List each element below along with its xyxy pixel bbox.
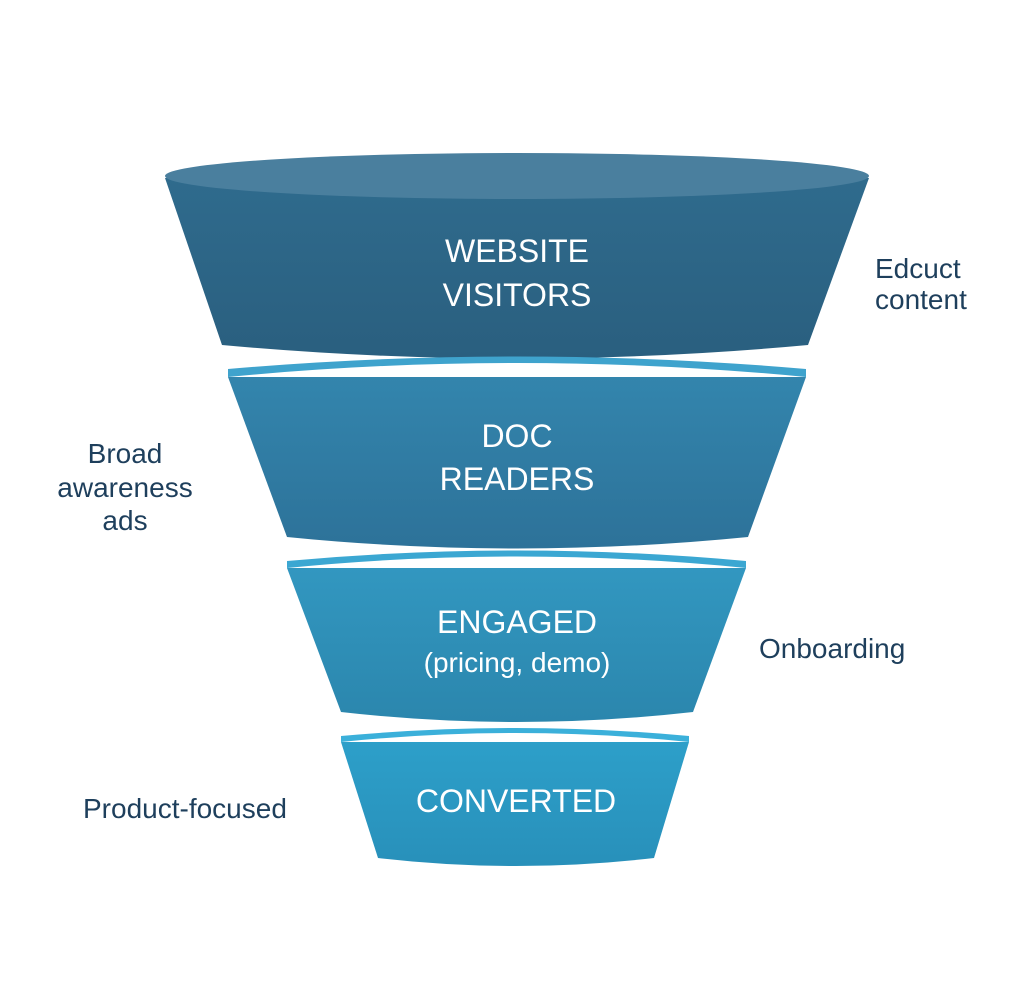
stage-3-top [287,550,746,568]
funnel-stage-doc-readers: DOC READERS [228,356,806,549]
stage-2-label-line2: READERS [440,461,595,497]
note-broad-awareness-ads: Broad awareness ads [57,438,192,536]
note-educt-content-line1: Edcuct [875,253,961,284]
note-product-focused: Product-focused [83,793,287,824]
stage-1-label-line2: VISITORS [443,277,592,313]
stage-4-top [341,728,689,742]
note-broad-line1: Broad [88,438,163,469]
stage-4-label: CONVERTED [416,783,616,819]
note-onboarding: Onboarding [759,633,905,664]
note-broad-line2: awareness [57,472,192,503]
note-educt-content-line2: content [875,284,967,315]
stage-2-top [228,356,806,377]
note-product-focused-text: Product-focused [83,793,287,824]
funnel-stage-website-visitors: WEBSITE VISITORS [165,153,869,359]
funnel-stage-converted: CONVERTED [341,728,689,866]
stage-3-label-line2: (pricing, demo) [424,647,611,678]
stage-4-body [341,742,689,866]
funnel-stage-engaged: ENGAGED (pricing, demo) [287,550,746,722]
stage-2-label-line1: DOC [481,418,552,454]
stage-1-top [165,153,869,199]
note-onboarding-text: Onboarding [759,633,905,664]
stage-1-body [165,178,869,359]
note-broad-line3: ads [102,505,147,536]
stage-3-label-line1: ENGAGED [437,604,597,640]
note-educt-content: Edcuct content [875,253,967,315]
stage-1-label-line1: WEBSITE [445,233,589,269]
stage-2-body [228,377,806,549]
stage-3-body [287,568,746,722]
